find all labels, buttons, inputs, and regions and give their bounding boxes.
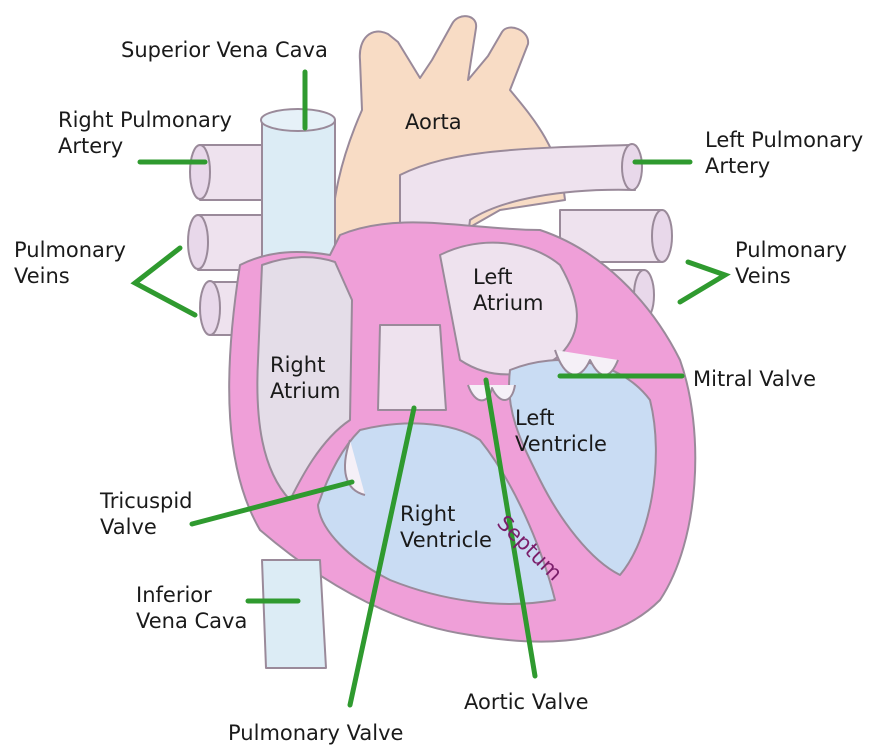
label-aortic-valve: Aortic Valve	[464, 689, 589, 715]
label-pulmonary-veins-right: Pulmonary Veins	[735, 237, 847, 289]
left-pulmonary-artery-end	[622, 144, 642, 190]
label-superior-vena-cava: Superior Vena Cava	[121, 37, 328, 63]
label-pulmonary-valve: Pulmonary Valve	[228, 720, 403, 746]
label-right-ventricle: Right Ventricle	[400, 501, 492, 553]
label-right-atrium: Right Atrium	[270, 352, 340, 404]
pointer-pulmonary-veins-right	[680, 262, 725, 302]
pointer-pulmonary-veins-left	[135, 248, 195, 315]
label-inferior-vena-cava: Inferior Vena Cava	[136, 582, 247, 634]
label-mitral-valve: Mitral Valve	[693, 366, 816, 392]
label-left-atrium: Left Atrium	[473, 264, 543, 316]
pulmonary-trunk	[378, 325, 446, 410]
label-right-pulmonary-artery: Right Pulmonary Artery	[58, 107, 232, 159]
label-tricuspid-valve: Tricuspid Valve	[100, 488, 193, 540]
superior-vena-cava-shape	[262, 120, 335, 270]
label-left-ventricle: Left Ventricle	[515, 405, 607, 457]
label-left-pulmonary-artery: Left Pulmonary Artery	[705, 127, 863, 179]
label-aorta: Aorta	[405, 109, 462, 135]
inferior-vena-cava-shape	[262, 560, 326, 668]
label-pulmonary-veins-left: Pulmonary Veins	[14, 237, 126, 289]
